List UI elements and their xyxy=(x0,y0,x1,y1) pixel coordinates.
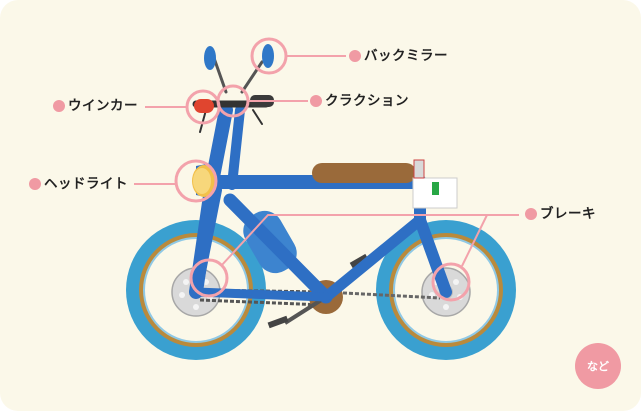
label-dot-horn xyxy=(310,95,322,107)
label-brake: ブレーキ xyxy=(540,206,596,222)
rear-rack xyxy=(413,160,457,208)
mirrors xyxy=(204,44,274,70)
seat xyxy=(312,163,416,183)
label-dot-headlight xyxy=(29,178,41,190)
turn-signal xyxy=(194,99,214,113)
label-horn: クラクション xyxy=(325,93,409,109)
label-turn-signal: ウインカー xyxy=(68,98,138,114)
label-dot-brake xyxy=(525,208,537,220)
label-dot-mirror xyxy=(349,50,361,62)
label-headlight: ヘッドライト xyxy=(44,176,128,192)
label-mirror: バックミラー xyxy=(364,48,448,64)
etc-badge: など xyxy=(575,343,621,389)
label-dot-turn-signal xyxy=(53,100,65,112)
